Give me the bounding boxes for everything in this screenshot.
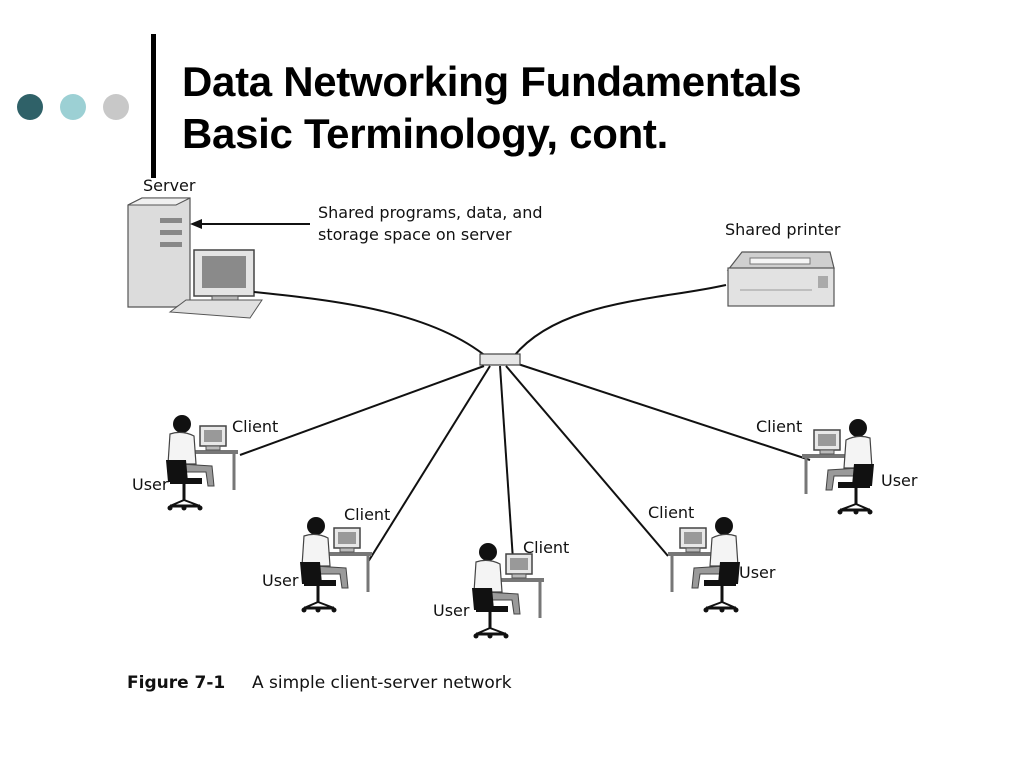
figure-caption-number: Figure 7-1 <box>127 673 225 693</box>
accent-dot-dark <box>17 94 43 120</box>
client-label: Client <box>344 505 390 524</box>
server-note-line-1: Shared programs, data, and <box>318 203 543 222</box>
title-line-2: Basic Terminology, cont. <box>182 110 668 157</box>
workstation-1 <box>164 413 240 512</box>
printer-label: Shared printer <box>725 220 841 239</box>
client-label: Client <box>648 503 694 522</box>
client-label: Client <box>232 417 278 436</box>
workstation-5 <box>800 417 876 516</box>
slide-title: Data Networking Fundamentals Basic Termi… <box>182 56 802 160</box>
server-computer <box>127 197 263 319</box>
client-label: Client <box>756 417 802 436</box>
title-divider <box>151 34 156 178</box>
accent-dot-teal <box>60 94 86 120</box>
accent-dot-gray <box>103 94 129 120</box>
user-label: User <box>739 563 776 582</box>
user-label: User <box>881 471 918 490</box>
workstation-2 <box>298 515 374 614</box>
user-label: User <box>262 571 299 590</box>
user-label: User <box>433 601 470 620</box>
workstation-3 <box>470 541 546 640</box>
shared-printer <box>726 251 835 307</box>
workstation-4 <box>666 515 742 614</box>
server-label: Server <box>143 176 196 195</box>
network-hub <box>479 353 521 366</box>
client-label: Client <box>523 538 569 557</box>
network-cables <box>239 284 811 563</box>
arrow-head-icon <box>190 219 202 229</box>
figure-caption-text: A simple client-server network <box>252 673 512 693</box>
title-line-1: Data Networking Fundamentals <box>182 58 802 105</box>
user-label: User <box>132 475 169 494</box>
server-note-line-2: storage space on server <box>318 225 512 244</box>
